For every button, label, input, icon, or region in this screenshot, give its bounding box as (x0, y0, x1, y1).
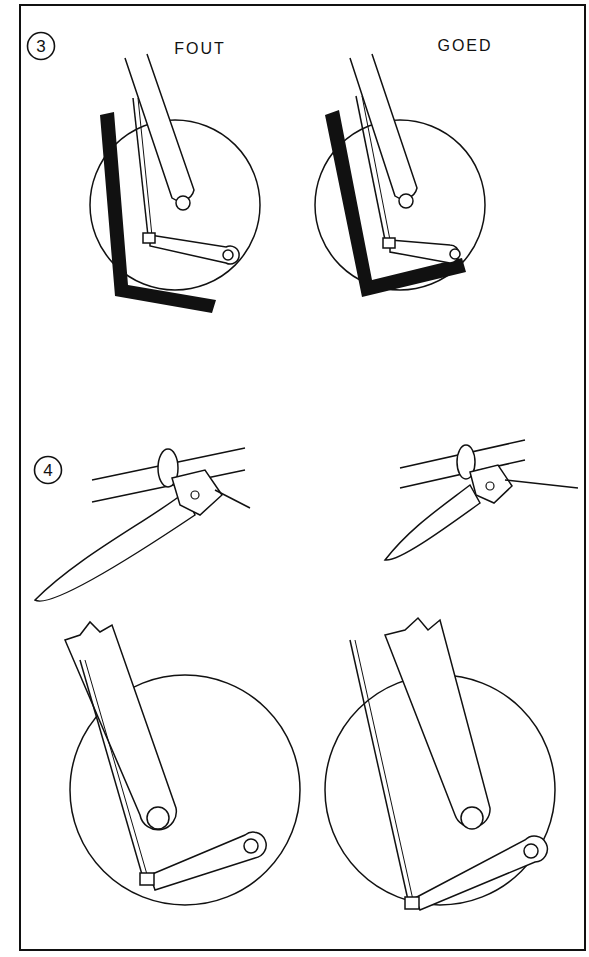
cable (505, 480, 578, 488)
pivot (191, 491, 199, 499)
callout-number: 3 (26, 31, 56, 61)
fork-leg (350, 54, 417, 199)
brake-rod (138, 98, 152, 236)
brake-rod (362, 96, 390, 240)
brake-handle (35, 492, 195, 601)
axle (461, 807, 483, 829)
lever-bracket (172, 470, 222, 515)
panel-heading: GOED (437, 37, 492, 55)
frame (20, 5, 585, 950)
lever-bracket (470, 465, 512, 503)
brake-rod (85, 660, 148, 878)
brake-rod (355, 640, 413, 900)
callout-circle (35, 457, 62, 484)
pivot (486, 482, 494, 490)
brake-handle (385, 485, 480, 560)
rod-clip (140, 873, 154, 885)
brake-lever-arm (150, 235, 239, 264)
brake-lever-arm (390, 240, 459, 263)
brake-rod (356, 96, 385, 240)
axle (176, 196, 190, 210)
callout-number: 4 (33, 455, 63, 485)
pivot (223, 250, 233, 260)
axle (147, 807, 169, 829)
callout-number: 4 (43, 462, 52, 479)
brake-rod (350, 640, 408, 900)
fork-leg (385, 618, 490, 827)
brake-rod (80, 660, 143, 878)
rod-clip (383, 238, 395, 248)
cable (215, 490, 250, 508)
callout-circle (28, 33, 55, 60)
axle (399, 194, 413, 208)
pivot (450, 249, 460, 259)
brake-lever-arm (150, 832, 266, 890)
pivot (524, 844, 538, 858)
brake-lever-arm (415, 836, 547, 910)
panel-heading: FOUT (174, 40, 226, 58)
rod-clip (405, 897, 419, 909)
callout-number: 3 (36, 38, 45, 55)
pivot (244, 839, 258, 853)
rod-clip (143, 233, 155, 243)
fork-leg (125, 54, 194, 201)
